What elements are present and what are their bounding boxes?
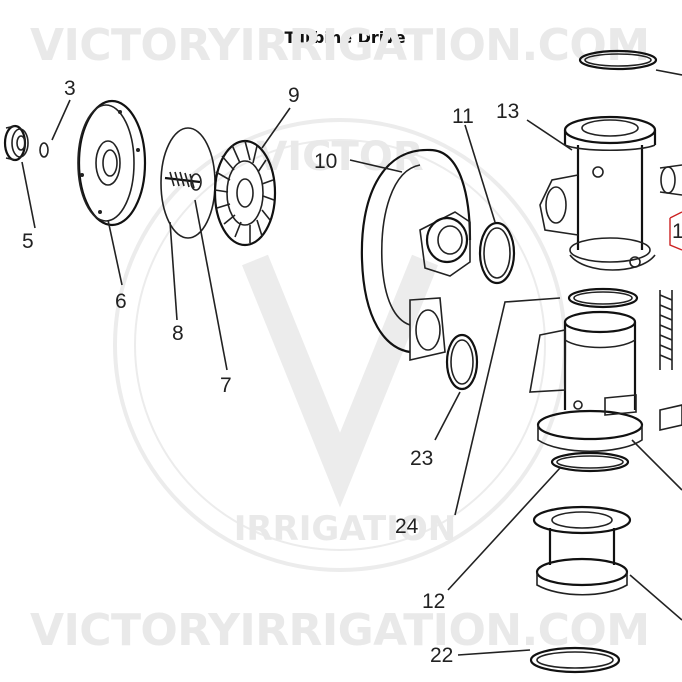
callout-12: 12 xyxy=(422,590,445,613)
part-12-o-ring-inner xyxy=(556,455,624,469)
callout-1: 1 xyxy=(672,220,682,243)
part-24-o-ring-inner xyxy=(573,291,633,305)
watermark-seal-top: VICTOR xyxy=(256,134,423,180)
part-lower-valve-body xyxy=(529,310,644,452)
part-11-o-ring-inner xyxy=(483,227,511,279)
callout-24: 24 xyxy=(395,515,419,538)
callout-13: 13 xyxy=(496,100,519,123)
part-spring xyxy=(659,290,682,432)
callout-8: 8 xyxy=(172,322,184,345)
part-24-o-ring xyxy=(567,287,639,309)
diagram-title: Turbine Drive xyxy=(284,28,406,47)
callout-6: 6 xyxy=(115,290,127,313)
part-11-o-ring xyxy=(478,221,516,285)
part-22-o-ring-inner xyxy=(536,651,614,669)
callout-7: 7 xyxy=(220,374,232,397)
callout-23: 23 xyxy=(410,447,433,470)
part-12-o-ring xyxy=(550,451,630,473)
highlight-callout-1 xyxy=(669,211,682,251)
callout-5: 5 xyxy=(22,230,34,253)
part-13-valve-body-upper xyxy=(539,115,682,271)
watermark-v-logo xyxy=(242,254,438,508)
leader-lines xyxy=(21,69,682,656)
part-top-ring-inner xyxy=(584,53,652,67)
part-9-impeller xyxy=(213,139,277,247)
part-bottom-flange xyxy=(532,505,632,596)
part-top-ring xyxy=(578,49,658,71)
watermark-seal-bottom: IRRIGATION xyxy=(234,509,456,549)
part-23-o-ring xyxy=(445,333,479,391)
watermark-bottom-text: VICTORYIRRIGATION.COM xyxy=(30,605,650,656)
part-5-bearing xyxy=(3,124,29,162)
watermark-seal-inner-ring xyxy=(134,139,546,551)
callout-numbers: 3 5 6 8 7 9 10 11 13 23 24 12 22 1 xyxy=(22,77,682,667)
callout-3: 3 xyxy=(64,77,76,100)
callout-9: 9 xyxy=(288,84,300,107)
part-7-shaft-spring xyxy=(164,171,202,191)
watermark-top-text: VICTORYIRRIGATION.COM xyxy=(30,20,650,71)
watermark: VICTORYIRRIGATION.COM VICTORYIRRIGATION.… xyxy=(30,20,650,656)
part-10-turbine-housing xyxy=(360,148,472,362)
part-3-o-ring xyxy=(39,142,49,158)
part-22-o-ring xyxy=(529,646,621,674)
callout-22: 22 xyxy=(430,644,453,667)
callout-10: 10 xyxy=(314,150,337,173)
callout-11: 11 xyxy=(452,105,474,128)
part-6-cover-plate xyxy=(77,99,147,227)
part-23-o-ring-inner xyxy=(450,339,474,385)
